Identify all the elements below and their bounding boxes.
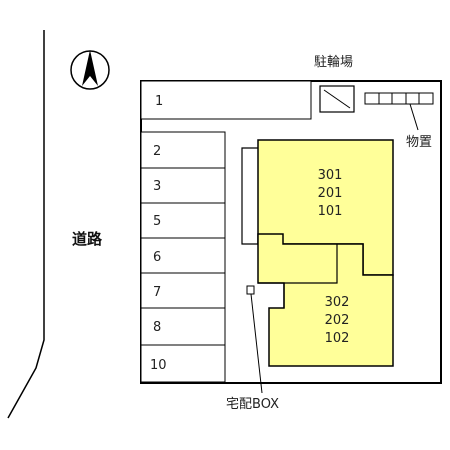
delivery-box-leader-line	[250, 293, 263, 394]
building-b-unit-label: 302	[325, 295, 350, 310]
storage-label: 物置	[406, 135, 432, 150]
road-label: 道路	[72, 230, 103, 248]
building-a-unit-label: 101	[318, 204, 343, 219]
parking-space-label: 3	[153, 179, 161, 194]
building-b-inner-line	[258, 244, 338, 308]
bicycle-parking	[319, 85, 355, 113]
building-b-unit-label: 202	[325, 313, 350, 328]
parking-space-label: 2	[153, 144, 161, 159]
parking-space-2	[140, 131, 226, 169]
parking-space-label: 8	[153, 320, 161, 335]
parking-space-10	[140, 344, 226, 383]
north-arrow-icon	[70, 50, 110, 90]
storage-leader-line	[409, 103, 419, 131]
parking-column: 2 3 5 6 7 8 10	[140, 131, 226, 383]
parking-space-1	[140, 80, 312, 120]
bicycle-parking-label: 駐輪場	[314, 54, 353, 70]
walkway-outline	[241, 147, 258, 245]
parking-space-8	[140, 307, 226, 346]
delivery-box-label: 宅配BOX	[226, 397, 279, 412]
building-a-unit-label: 301	[318, 168, 343, 183]
parking-space-label: 5	[153, 214, 161, 229]
building-b-unit-label: 102	[325, 331, 350, 346]
building-a-unit-label: 201	[318, 186, 343, 201]
parking-space-label: 7	[153, 285, 161, 300]
parking-space-label: 1	[155, 94, 163, 109]
road-boundary-line	[7, 30, 45, 419]
parking-space-3	[140, 167, 226, 204]
parking-space-label: 10	[150, 358, 167, 373]
delivery-box	[246, 285, 255, 295]
parking-space-label: 6	[153, 250, 161, 265]
storage-sheds	[364, 92, 434, 105]
